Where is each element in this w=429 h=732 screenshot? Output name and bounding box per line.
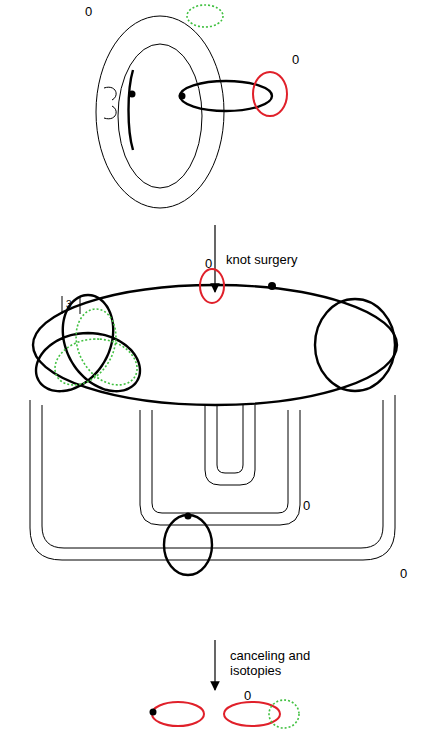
- step-arrow: [214, 640, 215, 690]
- diagram-label: 0: [244, 688, 251, 703]
- diagram-label: 3: [66, 297, 72, 312]
- step-arrow: [214, 225, 215, 292]
- diagram-label: 0: [292, 52, 299, 67]
- diagram-label: 0: [85, 4, 92, 19]
- diagram-label: 0: [303, 498, 310, 513]
- top-diagram: [96, 5, 287, 208]
- diagram-label: 0: [400, 566, 407, 581]
- bottom-diagram: [150, 700, 300, 728]
- middle-diagram: [30, 269, 397, 575]
- diagram-label: canceling and isotopies: [230, 648, 325, 678]
- diagram-label: knot surgery: [226, 252, 298, 267]
- diagram-label: 0: [205, 256, 212, 271]
